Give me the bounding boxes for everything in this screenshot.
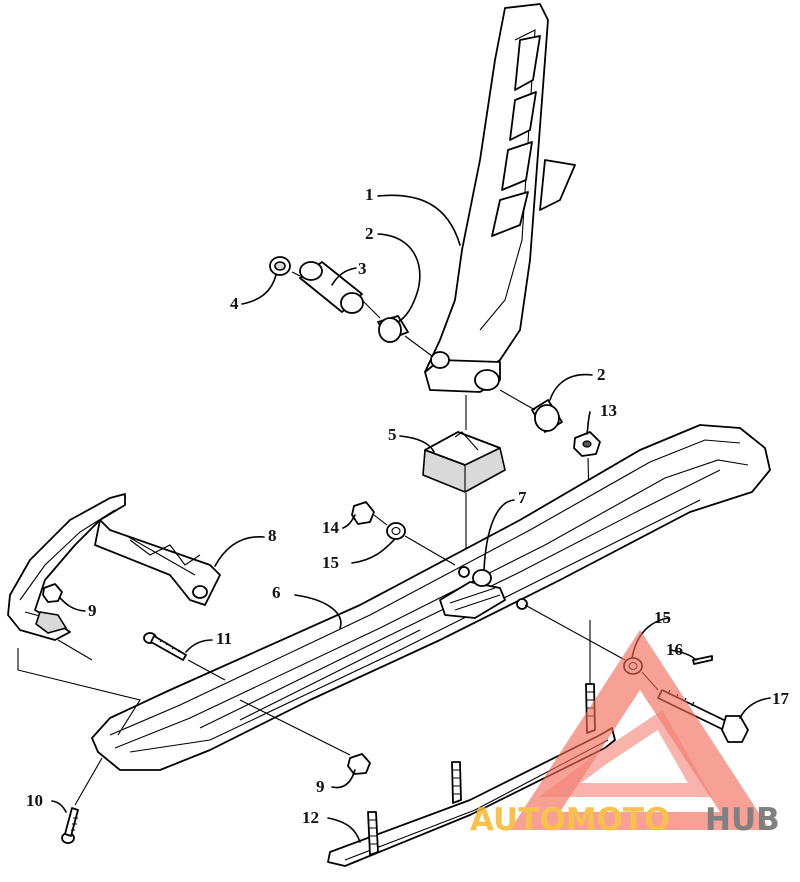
sleeve-part [299,261,364,314]
bushing-right [531,399,563,433]
ski-loop-part [7,493,221,641]
bolt-11-part [143,632,187,661]
carbide-runner-part [327,683,616,867]
bushing-left [377,315,409,343]
callout-2-upper: 2 [365,224,374,243]
callout-15-right: 15 [654,608,671,627]
nut-13-part [573,431,601,457]
callout-16: 16 [666,640,683,659]
washer-part [269,256,291,276]
callout-8: 8 [268,526,277,545]
nut-9-lower [347,753,371,775]
callout-11: 11 [216,629,232,648]
callout-12: 12 [302,808,319,827]
bolt-10-part [61,807,79,844]
callout-17: 17 [772,689,790,708]
watermark-text-automoto: AUTOMOTO [470,802,670,838]
callout-7: 7 [518,488,527,507]
callout-1: 1 [365,185,374,204]
callout-15-left: 15 [322,553,339,572]
callout-14: 14 [322,518,340,537]
callout-2-lower: 2 [597,365,606,384]
wear-pad-part [422,431,506,493]
watermark-text-hub: HUB [705,802,780,838]
leader-lines [51,194,771,843]
callout-13: 13 [600,401,617,420]
nut-9-upper [42,583,63,603]
ski-body-part [91,424,771,771]
nut-14-part [351,501,375,525]
callout-6: 6 [272,583,281,602]
callout-10: 10 [26,791,43,810]
callout-5: 5 [388,425,397,444]
callout-3: 3 [358,259,367,278]
callout-4: 4 [230,294,239,313]
callout-9-upper: 9 [88,601,97,620]
callout-labels: 1 2 3 4 2 13 5 7 8 14 15 6 9 11 15 16 17… [26,185,790,827]
callout-9-lower: 9 [316,777,325,796]
washer-15-left [386,522,406,540]
spindle-part [424,3,576,393]
cotter-pin-part [692,655,713,665]
automotohub-watermark: AUTOMOTO HUB [470,630,780,838]
